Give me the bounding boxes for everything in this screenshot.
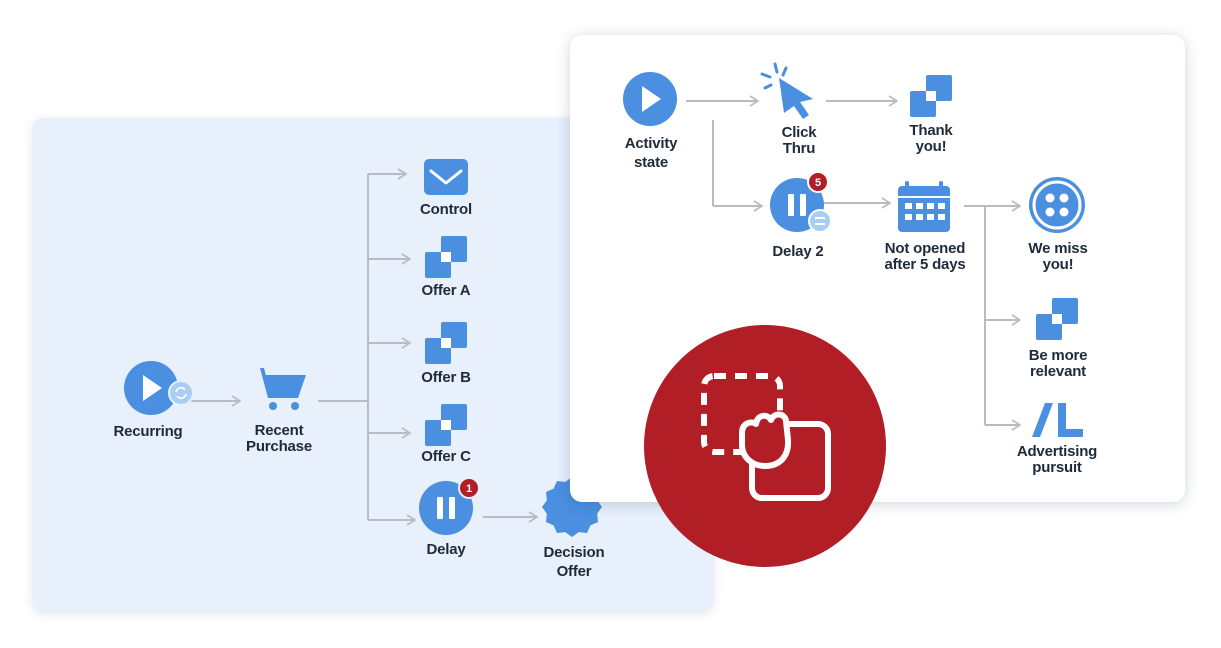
- label-offer-b: Offer B: [421, 369, 471, 386]
- recurring-node[interactable]: [124, 361, 194, 415]
- label-thank-you: Thank you!: [909, 122, 953, 155]
- label-recent-purchase: Recent Purchase: [246, 422, 312, 455]
- connectors-left: [188, 174, 537, 520]
- notification-badge: [807, 171, 829, 193]
- calendar-icon[interactable]: [898, 181, 950, 232]
- shopping-cart-icon[interactable]: [252, 368, 306, 410]
- label-advertising-pursuit: Advertising pursuit: [1016, 443, 1098, 476]
- play-icon: [642, 86, 661, 112]
- label-not-opened: Not opened after 5 days: [884, 240, 966, 273]
- label-activity-state: Activity state: [624, 135, 678, 171]
- label-offer-a: Offer A: [421, 282, 471, 299]
- label-click-thru: Click Thru: [781, 124, 817, 157]
- equals-icon: [808, 209, 832, 233]
- delay-2-badge-count: 5: [815, 177, 821, 189]
- delay-badge-count: 1: [466, 483, 472, 495]
- stacked-squares-icon[interactable]: [425, 236, 467, 278]
- label-control: Control: [420, 201, 472, 218]
- delay-node[interactable]: 1: [419, 477, 480, 535]
- label-be-more-relevant: Be more relevant: [1028, 347, 1088, 380]
- envelope-icon[interactable]: [424, 159, 468, 195]
- label-delay-2: Delay 2: [772, 243, 824, 260]
- activity-state-node[interactable]: [623, 72, 677, 126]
- stacked-squares-icon[interactable]: [425, 322, 467, 364]
- pause-icon: [437, 497, 455, 519]
- cursor-click-icon[interactable]: [760, 62, 813, 119]
- pause-icon: [788, 194, 806, 216]
- label-delay: Delay: [426, 541, 466, 558]
- notification-badge: [458, 477, 480, 499]
- four-dots-icon[interactable]: [1029, 177, 1085, 233]
- label-decision-offer: Decision Offer: [543, 544, 605, 580]
- label-recurring: Recurring: [113, 423, 183, 440]
- label-offer-c: Offer C: [421, 448, 471, 465]
- delay-2-node[interactable]: 5: [770, 171, 832, 233]
- connectors-right: [686, 101, 1020, 425]
- refresh-icon: [168, 380, 194, 406]
- stacked-squares-icon[interactable]: [1036, 298, 1078, 340]
- stacked-squares-icon[interactable]: [425, 404, 467, 446]
- stacked-squares-icon[interactable]: [910, 75, 952, 117]
- ad-slash-icon[interactable]: [1032, 403, 1083, 437]
- label-we-miss-you: We miss you!: [1028, 240, 1088, 273]
- play-icon: [143, 375, 162, 401]
